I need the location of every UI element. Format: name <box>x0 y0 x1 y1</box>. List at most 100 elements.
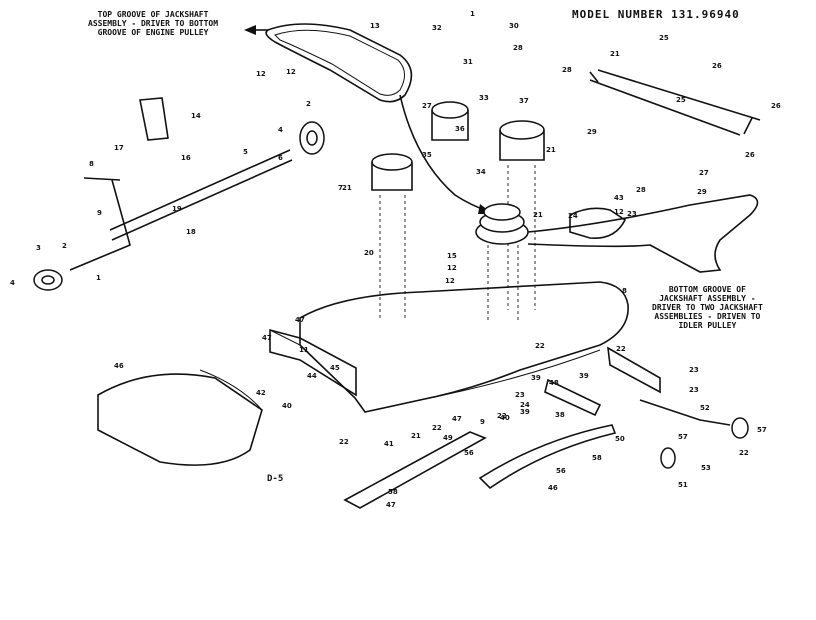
callout-12: 12 <box>256 70 266 78</box>
callout-29: 29 <box>587 128 597 136</box>
top-belt-note: TOP GROOVE OF JACKSHAFT ASSEMBLY - DRIVE… <box>88 10 218 37</box>
callout-39: 39 <box>520 408 530 416</box>
callout-27: 27 <box>422 102 432 110</box>
callout-21: 21 <box>342 184 352 192</box>
belt-arrow-head <box>244 25 256 35</box>
callout-21: 21 <box>546 146 556 154</box>
callout-26: 26 <box>771 102 781 110</box>
callout-3: 3 <box>36 244 41 252</box>
callout-22: 22 <box>432 424 442 432</box>
blade-right <box>478 424 617 490</box>
callout-2: 2 <box>306 100 311 108</box>
figure-label: D-5 <box>267 474 284 484</box>
callout-48: 48 <box>549 379 559 387</box>
callout-23: 23 <box>689 366 699 374</box>
note-line: GROOVE OF ENGINE PULLEY <box>97 28 209 37</box>
callout-21: 21 <box>533 211 543 219</box>
note-line: ASSEMBLIES - DRIVEN TO <box>654 312 761 321</box>
callout-25: 25 <box>659 34 669 42</box>
callout-7: 7 <box>338 184 343 192</box>
model-number: MODEL NUMBER 131.96940 <box>572 8 740 21</box>
callout-39: 39 <box>531 374 541 382</box>
callout-47: 47 <box>295 316 305 324</box>
callout-12: 12 <box>286 68 296 76</box>
callout-21: 21 <box>610 50 620 58</box>
upper-belt <box>265 23 413 103</box>
callout-36: 36 <box>455 125 465 133</box>
callout-4: 4 <box>278 126 283 134</box>
callout-26: 26 <box>745 151 755 159</box>
callout-6: 6 <box>278 154 283 162</box>
note-line: IDLER PULLEY <box>678 321 737 330</box>
callout-50: 50 <box>615 435 625 443</box>
callout-22: 22 <box>535 342 545 350</box>
deck-skirt <box>354 349 601 413</box>
callout-22: 22 <box>616 345 626 353</box>
note-line: ASSEMBLY - DRIVER TO BOTTOM <box>88 19 219 28</box>
callout-9: 9 <box>97 209 102 217</box>
callout-38: 38 <box>555 411 565 419</box>
callout-30: 30 <box>509 22 519 30</box>
callout-47: 47 <box>386 501 396 509</box>
callout-44: 44 <box>307 372 317 380</box>
callout-5: 5 <box>243 148 248 156</box>
callout-12: 12 <box>447 264 457 272</box>
callout-12: 12 <box>445 277 455 285</box>
callout-25: 25 <box>676 96 686 104</box>
spindle-center <box>431 101 469 141</box>
callout-46: 46 <box>114 362 124 370</box>
callout-29: 29 <box>697 188 707 196</box>
callout-52: 52 <box>700 404 710 412</box>
callout-18: 18 <box>186 228 196 236</box>
callout-47: 47 <box>452 415 462 423</box>
lower-belt <box>527 194 759 273</box>
callout-33: 33 <box>479 94 489 102</box>
bottom-belt-note: BOTTOM GROOVE OF JACKSHAFT ASSEMBLY - DR… <box>652 285 763 330</box>
callout-40: 40 <box>282 402 292 410</box>
callout-13: 13 <box>370 22 380 30</box>
callout-56: 56 <box>464 449 474 457</box>
callout-27: 27 <box>699 169 709 177</box>
callout-58: 58 <box>388 488 398 496</box>
callout-24: 24 <box>520 401 530 409</box>
note-line: BOTTOM GROOVE OF <box>668 285 746 294</box>
callout-23: 23 <box>689 386 699 394</box>
callout-42: 42 <box>256 389 266 397</box>
callout-20: 20 <box>364 249 374 257</box>
callout-9: 9 <box>480 418 485 426</box>
shaft-assembly <box>639 399 731 426</box>
chute-inner <box>199 369 263 411</box>
callout-43: 43 <box>614 194 624 202</box>
callout-51: 51 <box>678 481 688 489</box>
callout-41: 41 <box>384 440 394 448</box>
callout-14: 14 <box>191 112 201 120</box>
callout-1: 1 <box>470 10 475 18</box>
small-pulley-1 <box>731 417 749 439</box>
link-arm <box>69 177 131 271</box>
bottom-bracket <box>544 378 602 417</box>
callout-16: 16 <box>181 154 191 162</box>
callout-28: 28 <box>513 44 523 52</box>
idler-arm <box>589 69 761 136</box>
callout-24: 24 <box>568 212 578 220</box>
callout-17: 17 <box>114 144 124 152</box>
callout-8: 8 <box>89 160 94 168</box>
lift-lever <box>139 97 169 141</box>
callout-8: 8 <box>622 287 627 295</box>
callout-1: 1 <box>96 274 101 282</box>
blade-left <box>343 431 487 509</box>
callout-57: 57 <box>757 426 767 434</box>
callout-47: 47 <box>262 334 272 342</box>
deck-side <box>269 329 356 399</box>
small-pulley-2 <box>660 447 676 469</box>
callout-37: 37 <box>519 97 529 105</box>
spindle-left <box>371 153 413 320</box>
callout-15: 15 <box>447 252 457 260</box>
callout-46: 46 <box>548 484 558 492</box>
callout-57: 57 <box>678 433 688 441</box>
callout-40: 40 <box>500 414 510 422</box>
callout-49: 49 <box>443 434 453 442</box>
